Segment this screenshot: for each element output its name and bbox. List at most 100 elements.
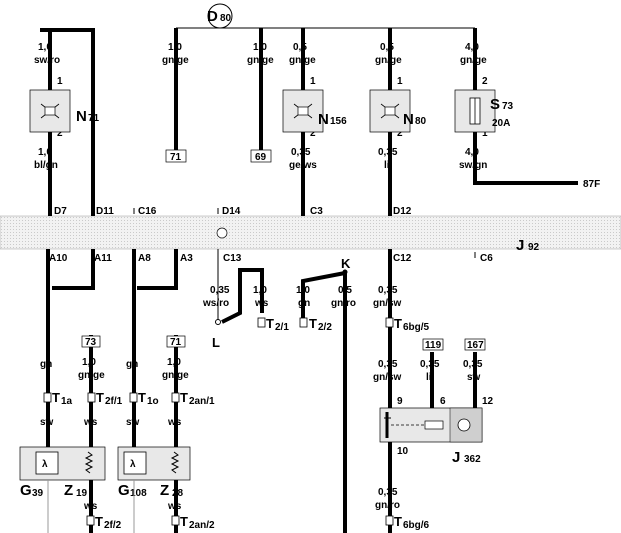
svg-text:G: G — [20, 482, 32, 499]
svg-text:C16: C16 — [138, 206, 157, 217]
label-z19-wire: ws — [83, 501, 98, 512]
svg-text:19: 19 — [76, 488, 88, 499]
wire-column-n156: 0,5 gn/ge 1 2 0,35 ge/ws — [289, 28, 317, 216]
svg-text:gn: gn — [40, 359, 52, 370]
svg-text:0,35: 0,35 — [378, 487, 398, 498]
svg-text:D12: D12 — [393, 206, 412, 217]
terminal-t2an2: T 2an/2 — [171, 514, 215, 531]
svg-text:ws: ws — [167, 417, 182, 428]
svg-text:gn/ro: gn/ro — [331, 298, 356, 309]
svg-text:167: 167 — [467, 340, 484, 351]
svg-text:1: 1 — [397, 76, 403, 87]
wire-l: 0,35 ws/ro L — [202, 249, 264, 350]
svg-text:N: N — [403, 111, 414, 128]
svg-text:T: T — [138, 390, 146, 405]
svg-text:li: li — [426, 372, 432, 383]
svg-text:T: T — [96, 390, 104, 405]
svg-text:T: T — [180, 390, 188, 405]
svg-text:1,0: 1,0 — [253, 42, 267, 53]
svg-text:T: T — [95, 514, 103, 529]
terminal-t2f2: T 2f/2 — [86, 514, 122, 531]
svg-text:39: 39 — [32, 488, 44, 499]
svg-text:71: 71 — [170, 337, 182, 348]
terminal-t2an1: T 2an/1 — [171, 390, 215, 407]
svg-text:gn/ro: gn/ro — [375, 500, 400, 511]
svg-text:S: S — [490, 96, 500, 113]
central-bus-j92 — [0, 215, 621, 250]
svg-text:2/1: 2/1 — [275, 322, 289, 333]
svg-text:C13: C13 — [223, 253, 242, 264]
svg-text:G: G — [118, 482, 130, 499]
svg-text:2: 2 — [482, 76, 488, 87]
svg-text:0,35: 0,35 — [210, 285, 230, 296]
svg-text:bl/gn: bl/gn — [34, 160, 58, 171]
svg-text:Z: Z — [160, 482, 169, 499]
svg-text:156: 156 — [330, 116, 347, 127]
svg-text:0,35: 0,35 — [420, 359, 440, 370]
svg-text:A10: A10 — [49, 253, 68, 264]
svg-text:1: 1 — [57, 76, 63, 87]
heater-z28: Z 28 — [160, 482, 184, 499]
svg-text:A3: A3 — [180, 253, 193, 264]
svg-text:0,35: 0,35 — [378, 147, 398, 158]
wire-column-s73: 4,0 gn/ge 2 1 4,0 sw/gn 87F — [459, 28, 600, 190]
fuse-s73: S 73 20A — [454, 89, 514, 133]
svg-text:sw: sw — [40, 417, 54, 428]
svg-text:6bg/6: 6bg/6 — [403, 520, 430, 531]
svg-text:N: N — [76, 108, 87, 125]
wire-column-69: 1,0 gn/ge 69 — [247, 28, 274, 163]
svg-text:gn/ge: gn/ge — [289, 55, 316, 66]
svg-text:2an/2: 2an/2 — [189, 520, 215, 531]
svg-text:D7: D7 — [54, 206, 67, 217]
svg-text:gn/sw: gn/sw — [373, 298, 402, 309]
svg-text:sw: sw — [467, 372, 481, 383]
wire-sw-167: 167 0,35 sw 12 — [463, 338, 494, 408]
svg-text:1,0: 1,0 — [82, 357, 96, 368]
svg-text:gn/ge: gn/ge — [162, 55, 189, 66]
svg-text:K: K — [341, 256, 351, 271]
svg-text:73: 73 — [85, 337, 97, 348]
terminal-t2f1: T 2f/1 — [87, 390, 123, 407]
svg-text:4,0: 4,0 — [465, 147, 479, 158]
svg-text:T: T — [52, 390, 60, 405]
svg-text:80: 80 — [415, 116, 427, 127]
wire-k: K 0,5 gn/ro — [331, 256, 356, 533]
svg-text:gn/ge: gn/ge — [460, 55, 487, 66]
module-j362: J 362 — [379, 407, 483, 466]
svg-text:1,0: 1,0 — [253, 285, 267, 296]
svg-text:0,35: 0,35 — [378, 285, 398, 296]
svg-text:2: 2 — [397, 128, 403, 139]
svg-text:2: 2 — [310, 128, 316, 139]
svg-text:9: 9 — [397, 396, 403, 407]
svg-text:C3: C3 — [310, 206, 323, 217]
svg-text:6: 6 — [440, 396, 446, 407]
svg-text:Z: Z — [64, 482, 73, 499]
wire-t21: 1,0 ws T 2/1 — [253, 285, 289, 333]
svg-text:gn/ge: gn/ge — [162, 370, 189, 381]
svg-text:gn/ge: gn/ge — [78, 370, 105, 381]
svg-text:0,35: 0,35 — [463, 359, 483, 370]
svg-text:0,35: 0,35 — [291, 147, 311, 158]
svg-text:N: N — [318, 111, 329, 128]
svg-text:0,35: 0,35 — [378, 359, 398, 370]
svg-text:sw: sw — [126, 417, 140, 428]
svg-text:sw/ro: sw/ro — [34, 55, 60, 66]
svg-text:87F: 87F — [583, 179, 600, 190]
svg-text:1: 1 — [482, 128, 488, 139]
svg-text:119: 119 — [425, 340, 442, 351]
svg-text:T: T — [266, 316, 274, 331]
sensor-g108: λ G 108 — [117, 446, 191, 499]
terminal-t1o: T 1o — [129, 390, 159, 407]
svg-text:gn/ge: gn/ge — [247, 55, 274, 66]
wire-c12: 0,35 gn/sw T 6bg/5 0,35 gn/sw 9 — [373, 249, 430, 408]
svg-text:A11: A11 — [94, 253, 112, 264]
svg-text:gn: gn — [126, 359, 138, 370]
svg-text:1,0: 1,0 — [38, 147, 52, 158]
svg-text:ws/ro: ws/ro — [202, 298, 229, 309]
svg-text:108: 108 — [130, 488, 147, 499]
svg-text:sw/gn: sw/gn — [459, 160, 487, 171]
relay-n80: N 80 — [369, 89, 427, 133]
svg-text:69: 69 — [255, 152, 267, 163]
heater-z19: Z 19 — [64, 482, 88, 499]
svg-text:0,5: 0,5 — [380, 42, 394, 53]
